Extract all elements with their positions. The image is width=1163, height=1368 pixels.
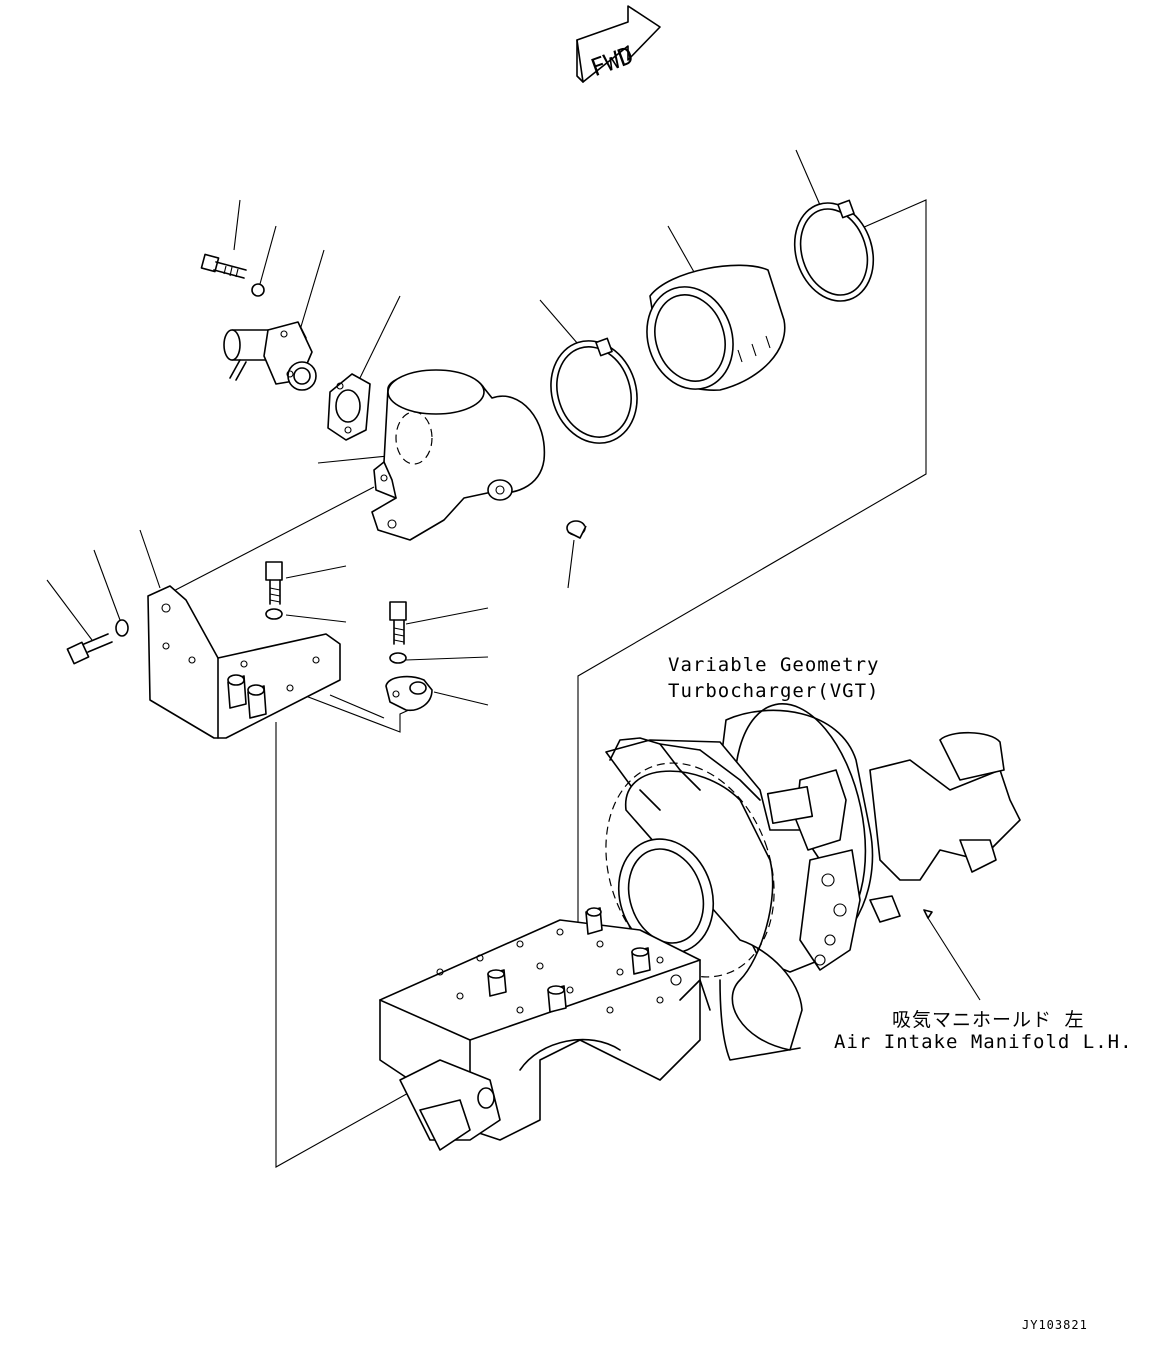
washer-right (389, 652, 407, 664)
manifold-label-line1: 吸気マニホールド 左 (892, 1009, 1085, 1031)
engine-block (379, 907, 711, 1151)
leader-lines (46, 149, 981, 1001)
manifold-label-line2: Air Intake Manifold L.H. (834, 1031, 1133, 1053)
elbow-pipe (371, 369, 546, 541)
fwd-arrow-icon: FWD (576, 5, 661, 83)
hose-clamp-front (550, 337, 638, 444)
sensor-valve (223, 321, 317, 391)
bolt-left (66, 633, 113, 665)
vgt-label-line2: Turbocharger(VGT) (668, 680, 880, 702)
washer-left (115, 619, 129, 637)
gasket (327, 373, 371, 441)
turbocharger-assembly (605, 703, 1021, 1061)
bolt-right (389, 601, 407, 645)
mounting-bracket (147, 585, 341, 739)
washer-middle (265, 608, 283, 620)
hose-clamp-rear (793, 199, 875, 302)
washer-upper (251, 283, 265, 297)
manifold-pointer-icon (923, 909, 933, 919)
bolt-middle (265, 561, 283, 605)
vgt-label-line1: Variable Geometry (668, 654, 880, 676)
drawing-code: JY103821 (1022, 1318, 1088, 1332)
bolt-upper (200, 253, 247, 279)
plug-screw (566, 520, 587, 539)
spacer-plate (385, 675, 433, 712)
hose-sleeve (646, 264, 786, 391)
